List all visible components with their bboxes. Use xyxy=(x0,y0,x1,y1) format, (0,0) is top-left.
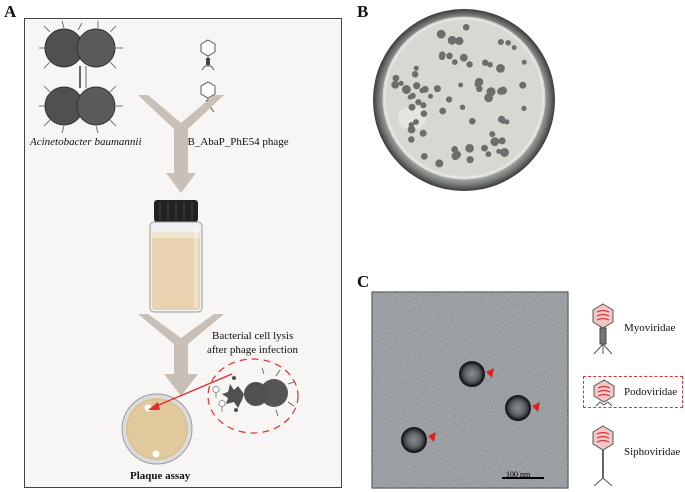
plaque-spot xyxy=(489,131,496,138)
plaque-spot xyxy=(419,129,427,137)
plaque-spot xyxy=(458,82,464,88)
plaque-spot xyxy=(521,105,527,111)
plaque-spot xyxy=(446,96,453,103)
plaque-spot xyxy=(487,61,493,68)
family-label-myoviridae: Myoviridae xyxy=(624,322,676,334)
petri-dish-a xyxy=(121,393,193,465)
plaque-spot xyxy=(407,125,416,134)
plaque-spot xyxy=(455,36,464,46)
plaque-spot xyxy=(497,87,505,95)
plaque-spot xyxy=(505,40,511,46)
plaque-spot xyxy=(408,103,416,111)
plaque-spot xyxy=(413,119,419,125)
plaque-spot xyxy=(459,104,466,110)
plaque-spot xyxy=(466,61,473,68)
plaque-spot xyxy=(420,110,428,117)
plaque-spot xyxy=(521,59,527,65)
plaque-spot xyxy=(420,102,427,109)
plaque-spot xyxy=(413,82,421,90)
plaque-spot xyxy=(485,151,492,158)
plaque-spot xyxy=(415,99,422,106)
plaque-spot xyxy=(462,24,470,31)
plaque-spot xyxy=(420,153,428,160)
plaque-spot xyxy=(398,80,404,86)
plaque-spot xyxy=(413,65,419,71)
bacteria-illustration xyxy=(39,20,123,134)
bacteria-label: Acinetobacter baumannii xyxy=(30,136,142,148)
phage-label: vB_AbaP_PhE54 phage xyxy=(182,136,289,148)
plaque-spot xyxy=(408,136,415,143)
plaque-spot xyxy=(433,85,441,93)
family-label-siphoviridae: Siphoviridae xyxy=(624,446,681,458)
plaque-spot xyxy=(496,148,502,154)
merge-arrow-bottom xyxy=(138,314,224,396)
plaque-spot xyxy=(439,107,447,115)
plaque-spot xyxy=(476,85,483,93)
scale-bar-label: 100 nm xyxy=(506,470,531,479)
plaque-spot xyxy=(391,80,400,89)
plaque-spot xyxy=(497,39,504,45)
plaque-spot xyxy=(447,35,457,45)
plaque-spot xyxy=(500,148,509,157)
culture-vial xyxy=(149,200,203,313)
plaque-spot xyxy=(411,71,419,78)
plaque-spot xyxy=(439,53,446,61)
plaque-spot xyxy=(459,53,468,62)
lysis-label-line1: Bacterial cell lysis xyxy=(212,330,294,342)
myoviridae-icon xyxy=(592,303,614,355)
plaque-spot xyxy=(408,122,415,128)
plaque-assay-label: Plaque assay xyxy=(130,470,191,482)
panel-letter-a: A xyxy=(4,2,17,21)
plaque-spot xyxy=(482,59,489,66)
plaque-spot xyxy=(451,152,460,161)
plaque-spot xyxy=(465,144,474,153)
family-label-podoviridae: Podoviridae xyxy=(624,386,678,398)
panel-letter-c: C xyxy=(357,272,370,291)
lysis-illustration xyxy=(207,358,299,434)
plaque-spot xyxy=(446,52,453,60)
lysis-label-line2: after phage infection xyxy=(207,344,299,356)
plaque-spot xyxy=(451,59,458,65)
plaque-spot xyxy=(490,137,500,147)
plaque-spot xyxy=(401,85,411,94)
tem-micrograph xyxy=(371,291,569,489)
plaque-spot xyxy=(498,137,506,145)
merge-arrow-top xyxy=(138,95,224,193)
plaque-spot xyxy=(436,29,446,39)
plaque-spot xyxy=(419,87,425,94)
plaque-spot xyxy=(486,87,496,97)
plaque-spot xyxy=(474,77,484,87)
plaque-spot xyxy=(435,159,444,168)
plaque-plate-photo xyxy=(373,9,555,191)
plaque-spot xyxy=(469,117,476,125)
podoviridae-icon xyxy=(593,379,615,407)
plaque-spot xyxy=(519,81,527,89)
plaque-spot xyxy=(392,74,400,82)
plaque-spot xyxy=(481,144,488,152)
plaque-pointer-arrow xyxy=(148,373,233,410)
plaque-spot xyxy=(466,156,474,164)
podoviridae-highlight-box xyxy=(583,376,683,408)
plaque-spot xyxy=(496,64,505,73)
panel-letter-b: B xyxy=(357,2,369,21)
plaque-spot xyxy=(428,93,433,99)
siphoviridae-icon xyxy=(592,425,614,487)
plaque-spot xyxy=(511,45,517,51)
plaque-spot xyxy=(409,92,416,99)
plaque-spot xyxy=(498,115,506,123)
